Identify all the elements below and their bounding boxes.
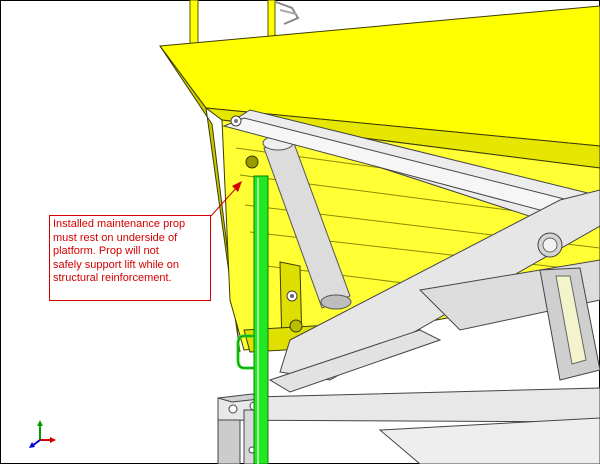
maintenance-prop <box>236 175 269 465</box>
scissor-arms <box>222 109 600 393</box>
callout-leader <box>210 181 242 217</box>
xyz-axis-triad-icon <box>29 420 56 448</box>
annotation-callout: Installed maintenance prop must rest on … <box>49 215 211 301</box>
